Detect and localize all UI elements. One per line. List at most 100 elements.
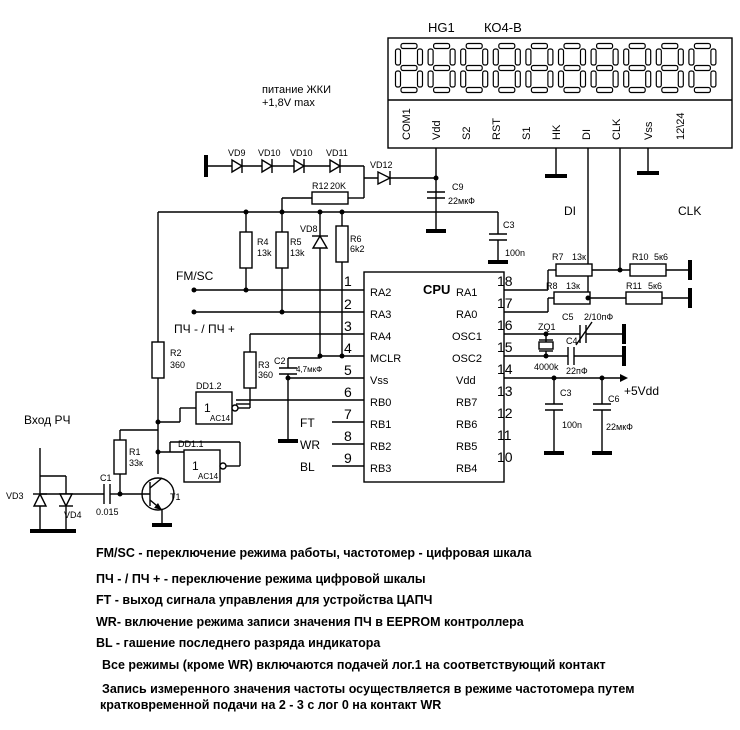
diode-vd10b <box>293 158 306 174</box>
label-r3: R3 <box>258 360 270 370</box>
gate-dd1-1-symbol: 1 <box>192 459 199 473</box>
label-r10-value: 5к6 <box>654 252 668 262</box>
cpu-title: CPU <box>423 282 450 297</box>
signal-di: DI <box>564 204 576 218</box>
display-model: КО4-В <box>484 20 522 35</box>
label-c3: C3 <box>560 388 572 398</box>
resistor-r12 <box>311 191 349 205</box>
note-fm-sc: FM/SC - переключение режима работы, част… <box>96 546 532 560</box>
cpu-pin-4: 4 <box>344 340 352 356</box>
cpu-pin-16: 16 <box>497 317 513 333</box>
label-vd12: VD12 <box>370 160 393 170</box>
label-r4-value: 13k <box>257 248 272 258</box>
label-r11: R11 <box>626 281 642 291</box>
label-c4-value: 22пФ <box>566 366 588 376</box>
label-r1: R1 <box>129 447 141 457</box>
label-r8: R8 <box>546 281 558 291</box>
label-c5: C5 <box>562 312 574 322</box>
lcd-digits <box>394 42 717 94</box>
lcd-digit <box>427 42 456 94</box>
lcd-digit <box>460 42 489 94</box>
resistor-r5 <box>275 231 289 269</box>
cpu-right-pins: RA1 18 RA0 17 OSC1 16 OSC2 15 Vdd 14 RB7… <box>452 273 513 475</box>
display-pin-12-24: 12\24 <box>675 112 687 140</box>
cpu-pin-14: 14 <box>497 361 513 377</box>
display-pin-di: DI <box>581 129 593 140</box>
diode-vd4 <box>58 493 74 508</box>
label-r3-value: 360 <box>258 370 273 380</box>
label-vd10b: VD10 <box>290 148 313 158</box>
label-dd1-1: DD1.1 <box>178 439 204 449</box>
signal-clk: CLK <box>678 204 701 218</box>
label-r5: R5 <box>290 237 302 247</box>
lcd-digit <box>688 42 717 94</box>
diode-vd3 <box>32 492 48 507</box>
cpu-pin-15: 15 <box>497 339 513 355</box>
cpu-pin-rb1: RB1 <box>370 419 391 431</box>
cpu-pin-rb2: RB2 <box>370 441 391 453</box>
signal-wr: WR <box>300 438 320 452</box>
label-c3-top-value: 100n <box>505 248 525 258</box>
note-write-2: кратковременной подачи на 2 - 3 с лог 0 … <box>100 698 442 712</box>
resistor-r8 <box>553 291 591 305</box>
resistor-r6 <box>335 225 349 263</box>
cpu-pin-18: 18 <box>497 273 513 289</box>
cpu-pin-ra0: RA0 <box>456 309 477 321</box>
display-pin-vdd: Vdd <box>431 120 443 140</box>
display-pin-hk: HK <box>551 124 563 140</box>
lcd-digit <box>492 42 521 94</box>
label-r1-value: 33к <box>129 458 143 468</box>
note-write-1: Запись измеренного значения частоты осущ… <box>102 682 635 696</box>
resistor-r2 <box>151 341 165 379</box>
display-pin-clk: CLK <box>611 118 623 140</box>
cpu-chip <box>363 271 505 483</box>
note-ft: FT - выход сигнала управления для устрой… <box>96 593 433 607</box>
display-pin-com1: COM1 <box>401 108 413 140</box>
diode-vd12 <box>377 170 392 186</box>
resistor-r1 <box>113 439 127 475</box>
label-r5-value: 13k <box>290 248 305 258</box>
signal-pch: ПЧ - / ПЧ + <box>174 322 235 336</box>
label-zq1: ZQ1 <box>538 322 556 332</box>
label-r6: R6 <box>350 234 362 244</box>
label-r7-value: 13к <box>572 252 586 262</box>
cpu-pin-osc1: OSC1 <box>452 331 482 343</box>
label-r6-value: 6k2 <box>350 244 365 254</box>
cpu-pin-9: 9 <box>344 450 352 466</box>
label-c6-value: 22мкФ <box>606 422 633 432</box>
resistor-r10 <box>629 263 667 277</box>
lcd-digit <box>655 42 684 94</box>
display-pin-s2: S2 <box>461 127 473 140</box>
label-r10: R10 <box>632 252 649 262</box>
cpu-pin-ra1: RA1 <box>456 287 477 299</box>
crystal-zq1 <box>538 341 554 350</box>
note-pch: ПЧ - / ПЧ + - переключение режима цифров… <box>96 572 426 586</box>
label-c3-value: 100n <box>562 420 582 430</box>
cpu-pin-vss: Vss <box>370 375 389 387</box>
cpu-left-pins: 1 RA2 2 RA3 3 RA4 4 MCLR 5 Vss 6 RB0 7 R… <box>344 273 401 475</box>
cpu-pin-rb7: RB7 <box>456 397 477 409</box>
cpu-pin-1: 1 <box>344 273 352 289</box>
cpu-pin-5: 5 <box>344 362 352 378</box>
label-r4: R4 <box>257 237 269 247</box>
cpu-pin-ra2: RA2 <box>370 287 391 299</box>
diode-vd10a <box>261 158 274 174</box>
diode-vd9 <box>231 158 244 174</box>
label-c3-top: C3 <box>503 220 515 230</box>
cpu-pin-17: 17 <box>497 295 513 311</box>
note-wr: WR- включение режима записи значения ПЧ … <box>96 615 524 629</box>
cpu-pin-10: 10 <box>497 449 513 465</box>
label-c2-value: 4,7мкФ <box>296 365 322 374</box>
signal-rf-in: Вход РЧ <box>24 413 70 427</box>
label-vd10a: VD10 <box>258 148 281 158</box>
label-c2: C2 <box>274 356 286 366</box>
label-r12-value: 20K <box>330 181 346 191</box>
cpu-pin-rb5: RB5 <box>456 441 477 453</box>
gate-dd1-1-type: AC14 <box>198 472 219 481</box>
display-pin-rst: RST <box>491 118 503 140</box>
resistor-r11 <box>625 291 663 305</box>
signal-fm-sc: FM/SC <box>176 269 214 283</box>
label-vd4: VD4 <box>64 510 82 520</box>
lcd-digit <box>394 42 424 94</box>
